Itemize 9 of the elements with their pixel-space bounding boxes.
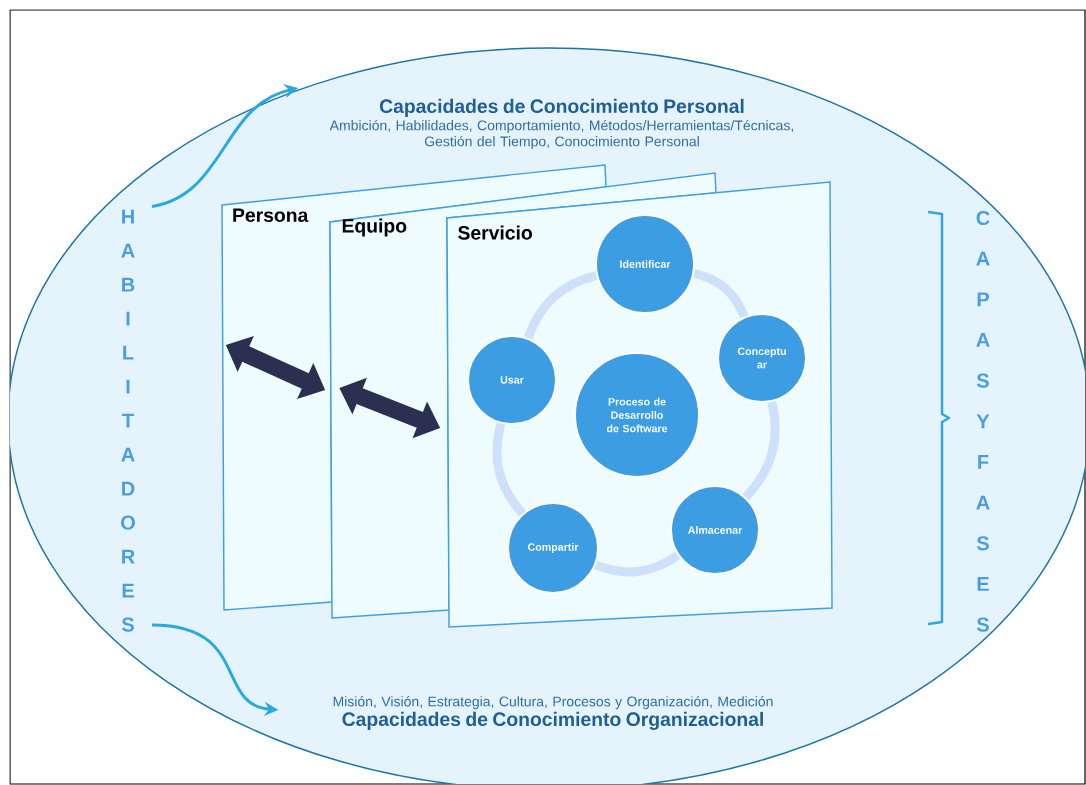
capability-text: Misión, Visión, Estrategia, Cultura, Procesos y Organización, Medición Capacidades de Conocimiento Organizacional [333,696,773,730]
ring-segment [742,401,780,501]
capability-text: Capacidades de Conocimiento Personal Ambición, Habilidades, Comportamiento, Métodos/Herramientas/Técnicas, Gestión del Tiempo, Conocimiento Personal [329,98,793,150]
vertical-heading: HABILITADORES [121,209,135,632]
ring-segment [594,551,681,577]
ring-segment [492,422,526,517]
ring-segment [523,271,598,340]
ring-segment [693,269,749,319]
vertical-heading: CAPAS Y FASES [976,210,990,632]
